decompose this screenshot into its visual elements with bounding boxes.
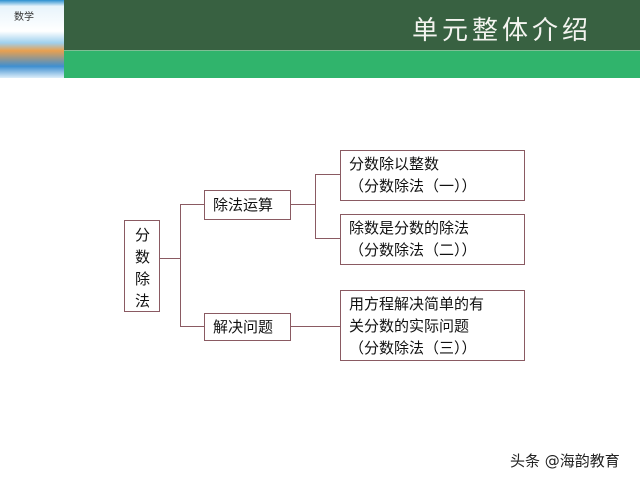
leaf-line: 关分数的实际问题 [349,317,470,335]
leaf-line: （分数除法（三）） [349,339,477,357]
connector [180,204,204,205]
branch-label: 解决问题 [213,318,274,336]
leaf-node-3: 用方程解决简单的有 关分数的实际问题 （分数除法（三）） [340,290,525,361]
connector [315,174,340,175]
root-node: 分数除法 [124,220,160,312]
branch-node-division: 除法运算 [204,190,291,220]
leaf-line: （分数除法（二）） [349,241,477,259]
connector [291,326,340,327]
connector [160,258,180,259]
connector [291,204,315,205]
root-label: 分数除法 [135,226,151,310]
leaf-line: 用方程解决简单的有 [349,295,485,313]
header-bar [0,0,640,50]
connector [315,238,340,239]
leaf-line: （分数除法（一）） [349,177,477,195]
header-divider [0,50,640,51]
connector [180,326,204,327]
cover-title: 数学 [14,12,34,23]
connector [315,174,316,239]
leaf-line: 分数除以整数 [349,155,440,173]
page-title: 单元整体介绍 [411,16,592,46]
branch-label: 除法运算 [213,196,274,214]
leaf-line: 除数是分数的除法 [349,219,470,237]
leaf-node-1: 分数除以整数 （分数除法（一）） [340,150,525,201]
leaf-node-2: 除数是分数的除法 （分数除法（二）） [340,214,525,265]
connector [180,204,181,327]
branch-node-problem-solving: 解决问题 [204,313,291,341]
textbook-cover-image: 数学 [0,0,64,78]
watermark: 头条 @海韵教育 [510,452,620,470]
header-stripe [0,51,640,78]
